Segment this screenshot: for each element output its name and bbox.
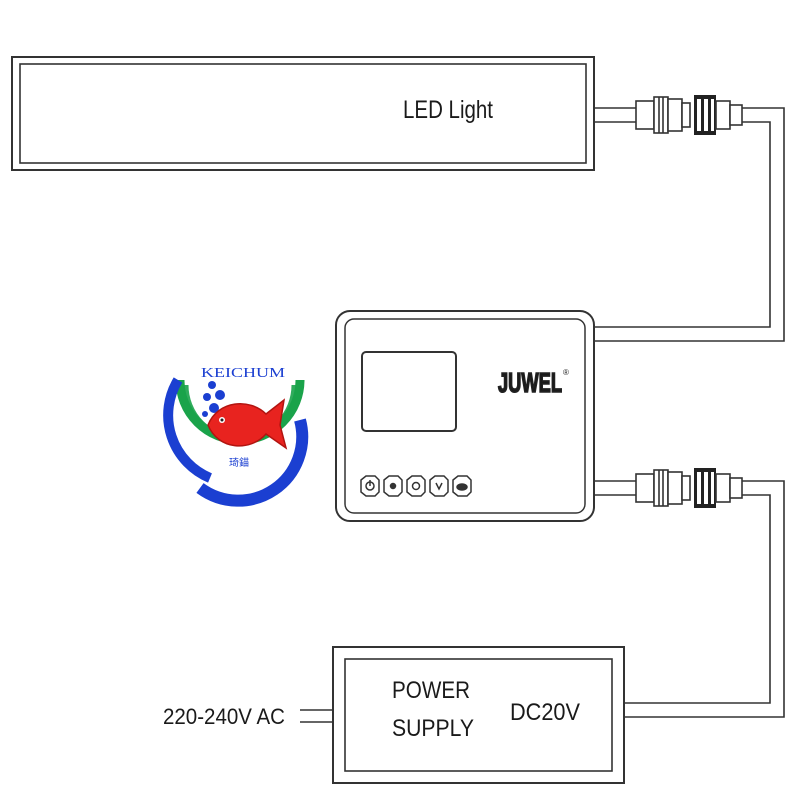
power-supply-cable [624,480,785,718]
controller-unit: JUWEL ® [335,310,595,522]
controller-buttons [360,475,472,497]
input-voltage-label: 220-240V AC [163,704,285,729]
controller-upper-cable [594,107,785,342]
cloud-icon [456,483,468,491]
fish-icon [207,398,288,450]
sun-button[interactable] [383,475,403,497]
cloud-button[interactable] [452,475,472,497]
top-connector [635,95,743,135]
female-plug [694,95,743,135]
male-plug [635,469,691,507]
keichum-sub: 琦錨 [229,456,249,469]
bubbles-icon [202,381,225,417]
output-voltage-label: DC20V [510,699,580,726]
controller-brand: JUWEL [498,367,562,398]
female-plug [694,468,743,508]
ac-input-cable [300,709,333,723]
bottom-connector [635,468,743,508]
keichum-brand: KEICHUM [201,366,286,381]
male-plug [635,96,691,134]
power-supply-unit: POWER SUPPLY DC20V [332,646,625,784]
power-supply-label-line1: POWER [392,677,470,704]
controller-lower-cable [594,480,636,496]
cycle-icon [411,481,421,491]
sun-icon [389,482,397,490]
moon-icon [435,482,443,491]
keichum-logo: KEICHUM 琦錨 [163,366,309,507]
power-supply-label-line2: SUPPLY [392,715,474,742]
controller-display [361,351,457,432]
trademark-mark: ® [563,368,569,377]
power-button[interactable] [360,475,380,497]
cycle-button[interactable] [406,475,426,497]
moon-button[interactable] [429,475,449,497]
led-cable [594,107,636,123]
led-light-label: LED Light [403,96,493,124]
led-light-bar: LED Light [11,56,595,171]
